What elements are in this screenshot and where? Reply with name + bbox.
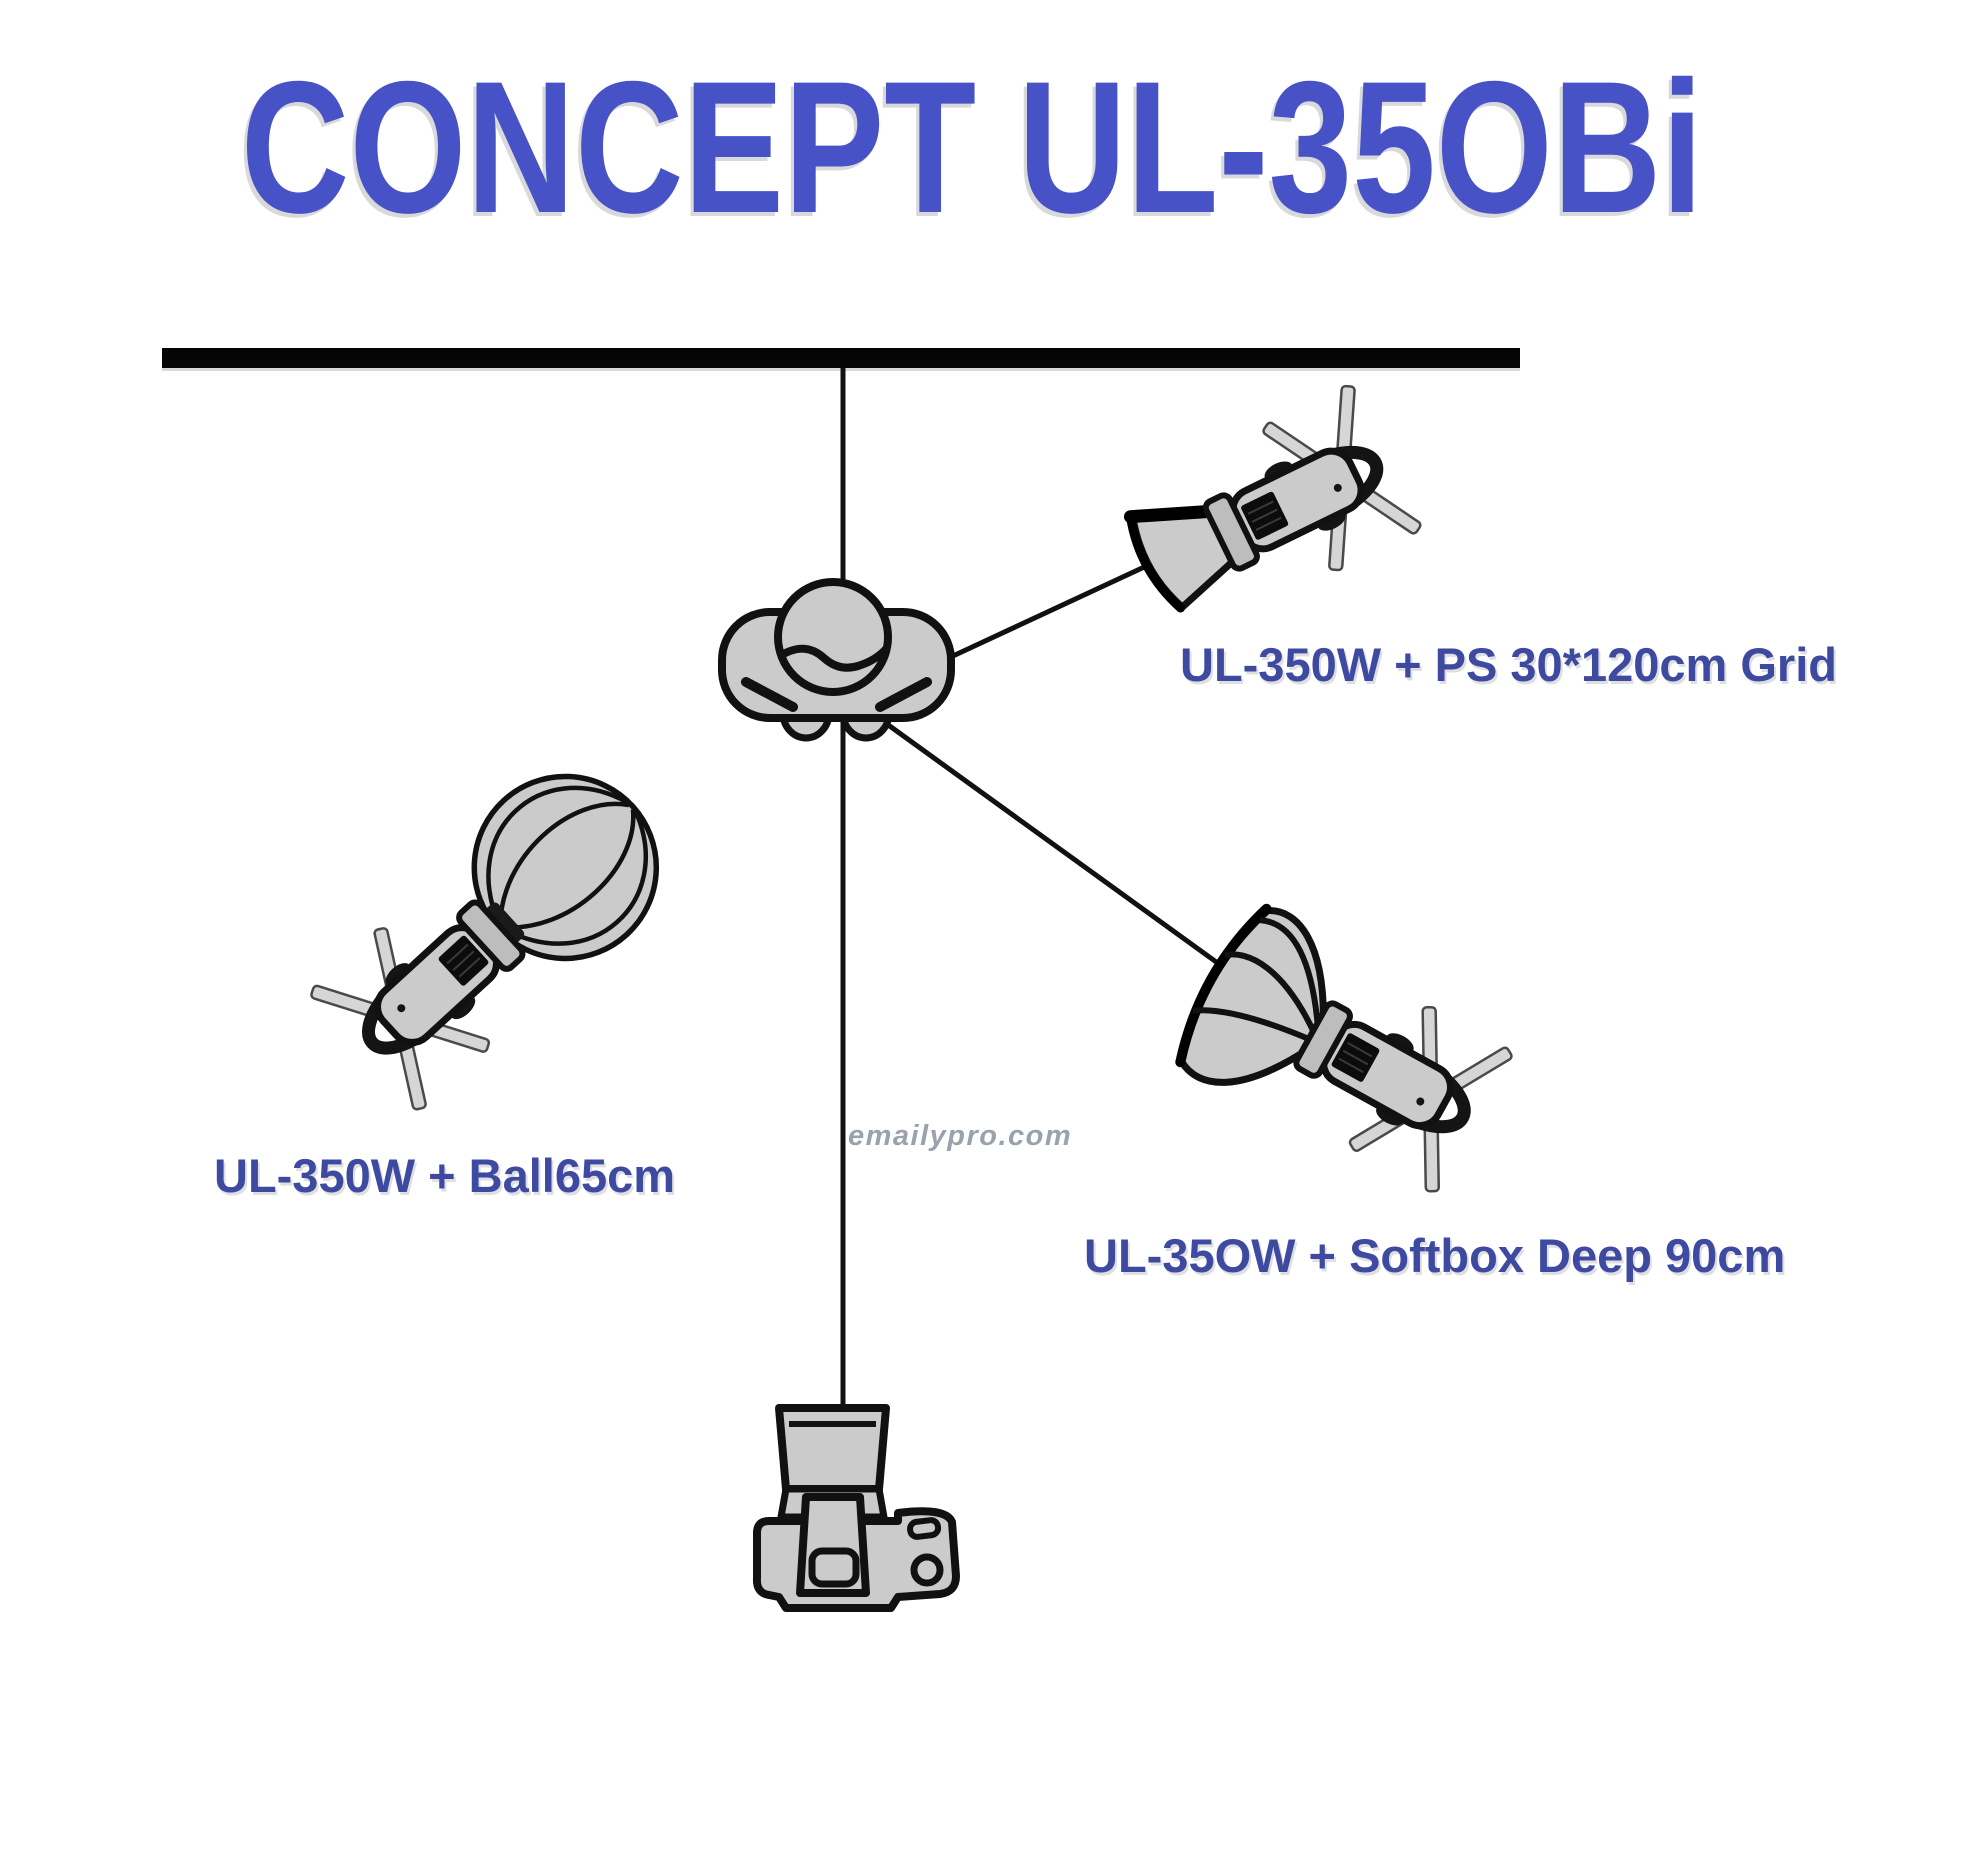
light-label-strip-grid: UL-350W + PS 30*120cm Grid bbox=[1180, 638, 1837, 691]
light-label-deep-softbox: UL-35OW + Softbox Deep 90cm bbox=[1084, 1229, 1786, 1282]
person-head-icon bbox=[774, 578, 892, 696]
light-label-ball: UL-350W + Ball65cm bbox=[214, 1149, 676, 1202]
subject-person-top-view bbox=[718, 578, 955, 742]
light-deep-softbox bbox=[1175, 903, 1520, 1205]
light-strip-grid bbox=[1123, 381, 1424, 646]
line-to-strip-light bbox=[938, 559, 1157, 665]
camera-lens-hood-icon bbox=[775, 1404, 890, 1493]
strip-grid-reflector-icon bbox=[1123, 504, 1245, 613]
person-hair-line bbox=[777, 644, 891, 672]
deep-softbox-icon bbox=[1175, 903, 1327, 1086]
ball-diffuser-icon bbox=[471, 773, 660, 962]
camera-screen-icon bbox=[808, 1547, 860, 1588]
backdrop-bar bbox=[162, 348, 1520, 371]
watermark: emailypro.com bbox=[848, 1120, 1073, 1152]
camera-button-icon bbox=[910, 1553, 944, 1587]
page-title: CONCEPT UL-35OBi bbox=[240, 42, 1704, 252]
camera-top-view bbox=[752, 1404, 960, 1612]
camera-dial-icon bbox=[907, 1517, 942, 1540]
line-to-deep-softbox bbox=[860, 703, 1239, 980]
light-ball-diffuser bbox=[301, 773, 660, 1121]
